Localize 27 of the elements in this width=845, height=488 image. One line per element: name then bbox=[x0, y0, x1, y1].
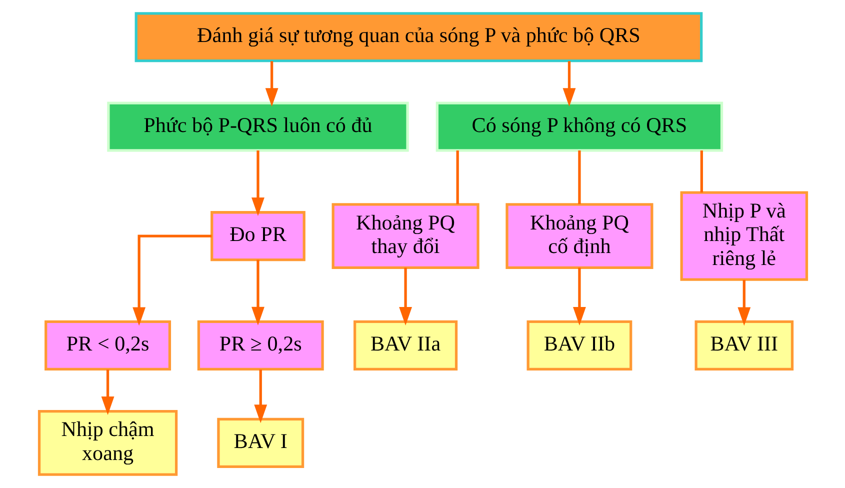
connector bbox=[578, 150, 580, 204]
node-box: Nhịp P và nhịp Thất riêng lẻ bbox=[680, 191, 808, 281]
node-box: Có sóng P không có QRS bbox=[435, 102, 723, 152]
arrow bbox=[562, 61, 576, 107]
node-box: Phức bộ P-QRS luôn có đủ bbox=[106, 102, 408, 152]
node-box: Khoảng PQ cố định bbox=[505, 203, 653, 270]
arrow bbox=[737, 280, 750, 326]
arrow bbox=[398, 268, 412, 326]
node-box: BAV I bbox=[216, 418, 304, 468]
node-box: BAV IIb bbox=[526, 320, 632, 370]
arrow bbox=[100, 370, 114, 416]
node-box: PR ≥ 0,2s bbox=[196, 320, 324, 370]
node-box: PR < 0,2s bbox=[44, 320, 171, 370]
node-box: Đo PR bbox=[210, 211, 305, 262]
node-box: Khoảng PQ thay đổi bbox=[331, 203, 479, 270]
node-box: Đánh giá sự tương quan của sóng P và phức bộ QRS bbox=[134, 12, 702, 62]
connector bbox=[456, 150, 458, 204]
arrow bbox=[264, 61, 278, 107]
node-box: Nhịp chậm xoang bbox=[37, 410, 178, 476]
arrow bbox=[572, 268, 586, 326]
arrow bbox=[251, 260, 264, 326]
arrow bbox=[254, 370, 267, 424]
node-box: BAV IIa bbox=[353, 320, 458, 370]
arrow bbox=[251, 150, 264, 216]
arrow bbox=[132, 234, 212, 326]
connector bbox=[700, 150, 702, 193]
node-box: BAV III bbox=[694, 320, 794, 370]
